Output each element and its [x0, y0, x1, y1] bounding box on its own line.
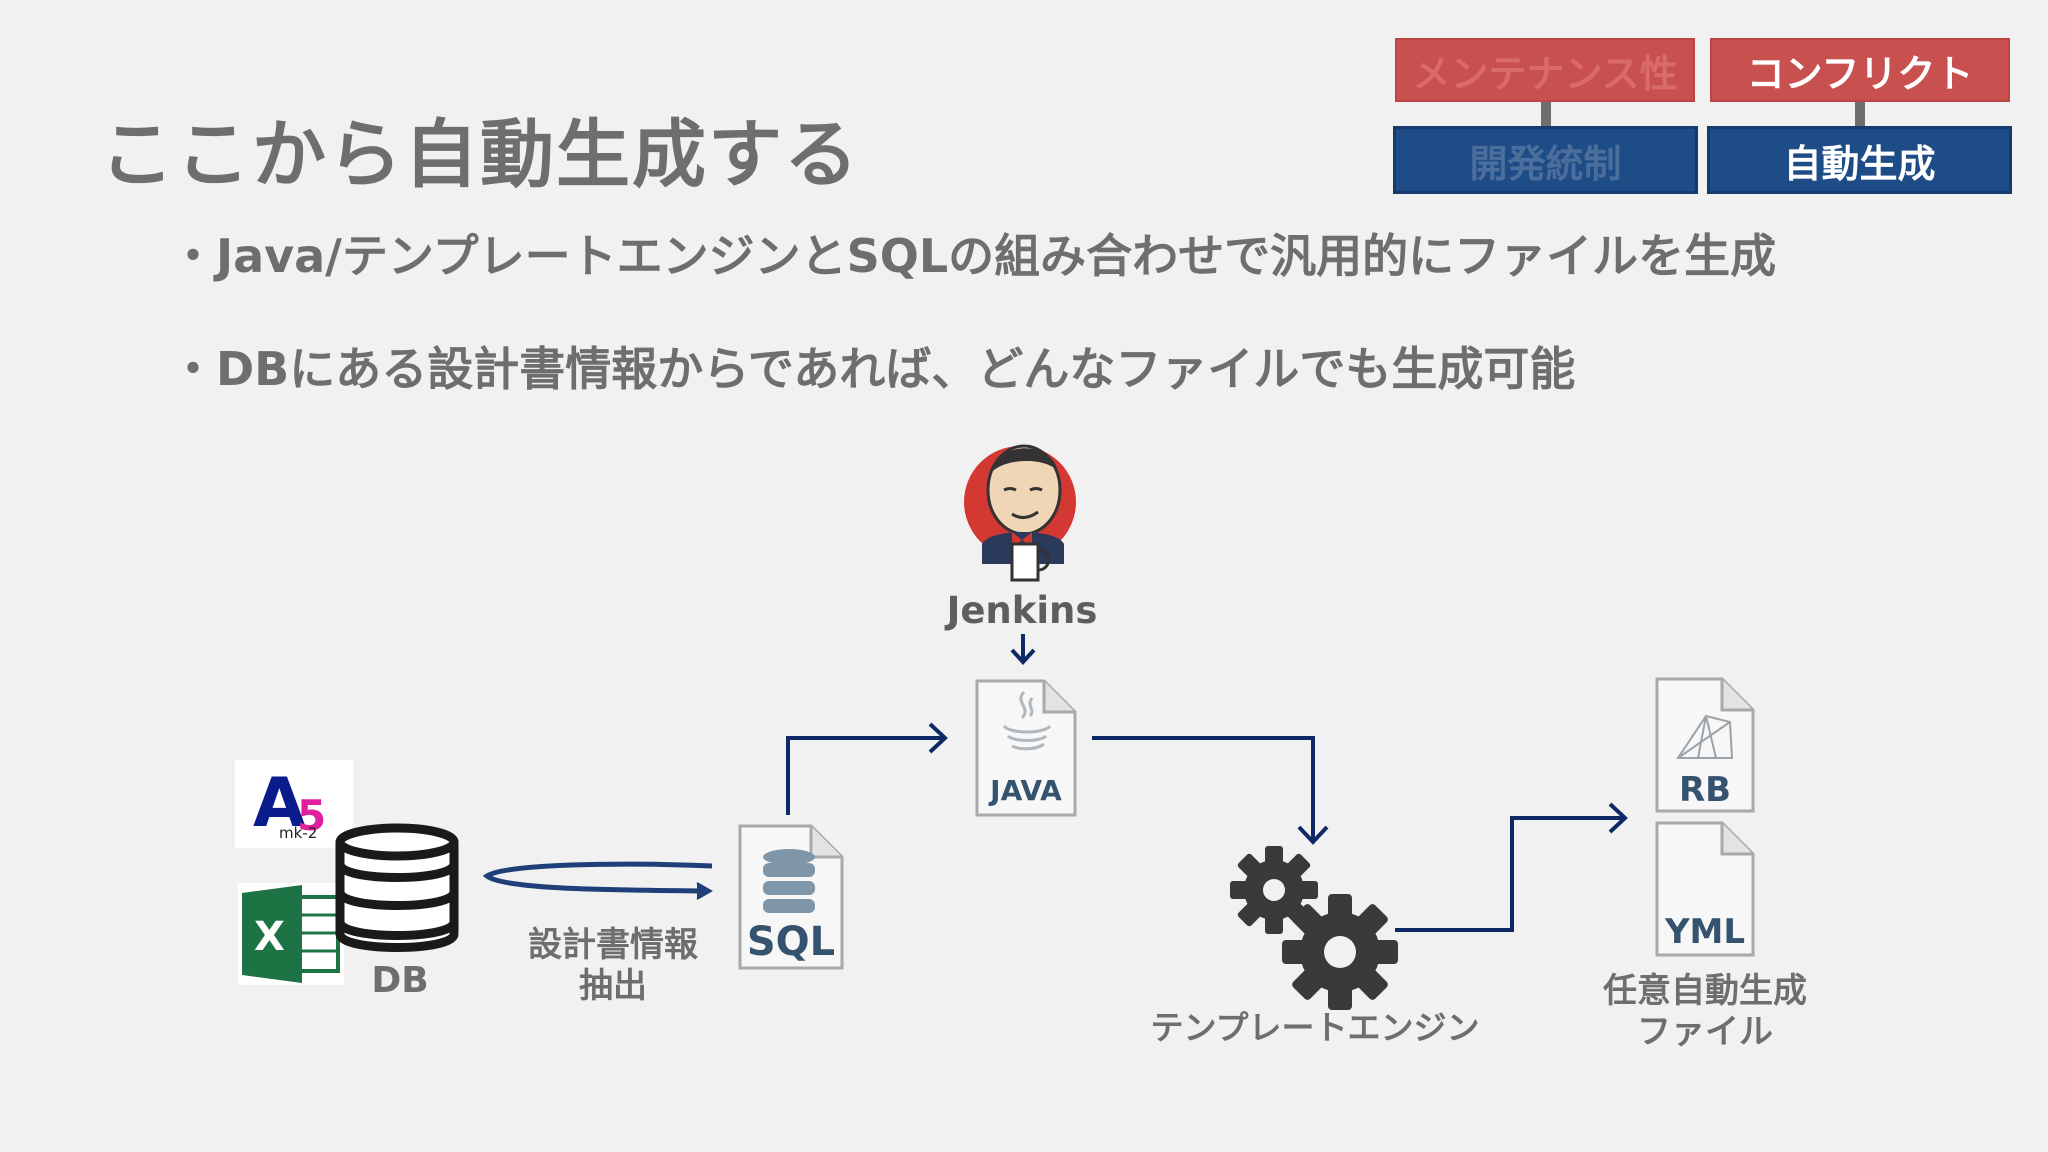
sql-file-icon: SQL — [737, 823, 845, 971]
extract-label-line1: 設計書情報 — [528, 925, 698, 965]
output-label-line2: ファイル — [1637, 1012, 1773, 1052]
tag-autogen: 自動生成 — [1707, 126, 2012, 194]
sql-label: SQL — [746, 919, 836, 965]
arrow-sql-to-java — [786, 736, 945, 815]
bullet-2: ・DBにある設計書情報からであれば、どんなファイルでも生成可能 — [170, 342, 1576, 396]
java-file-icon: JAVA — [974, 678, 1078, 818]
jenkins-label: Jenkins — [946, 589, 1098, 632]
tag-conflict: コンフリクト — [1710, 38, 2010, 102]
arrow-java-to-engine — [1092, 736, 1315, 842]
tag-governance: 開発統制 — [1393, 126, 1698, 194]
database-icon — [335, 823, 459, 952]
jenkins-logo — [964, 444, 1076, 582]
tag-connector-right — [1855, 102, 1865, 128]
a5-logo-sub: mk-2 — [279, 824, 317, 842]
a5-logo: A 5 mk-2 — [235, 760, 353, 848]
a5-logo-glyph: A — [253, 764, 306, 843]
arrow-engine-to-files — [1395, 816, 1625, 932]
template-engine-gears-icon — [1230, 846, 1398, 1010]
tag-maintainability: メンテナンス性 — [1395, 38, 1695, 102]
bullet-1: ・Java/テンプレートエンジンとSQLの組み合わせで汎用的にファイルを生成 — [170, 229, 1777, 283]
rb-file-icon: RB — [1654, 676, 1756, 814]
slide-title: ここから自動生成する — [100, 112, 860, 198]
db-label: DB — [371, 960, 429, 1001]
rb-label: RB — [1678, 770, 1732, 810]
excel-logo: X — [238, 883, 344, 985]
yml-label: YML — [1664, 912, 1746, 952]
yml-file-icon: YML — [1654, 820, 1756, 958]
extract-label-line2: 抽出 — [579, 966, 647, 1006]
template-engine-label: テンプレートエンジン — [1150, 1008, 1480, 1047]
arrow-db-to-sql — [482, 861, 713, 894]
excel-letter: X — [254, 914, 285, 960]
tag-connector-left — [1541, 102, 1551, 128]
java-label: JAVA — [990, 774, 1062, 807]
output-label-line1: 任意自動生成 — [1603, 971, 1807, 1011]
a5-logo-five: 5 — [297, 791, 326, 840]
